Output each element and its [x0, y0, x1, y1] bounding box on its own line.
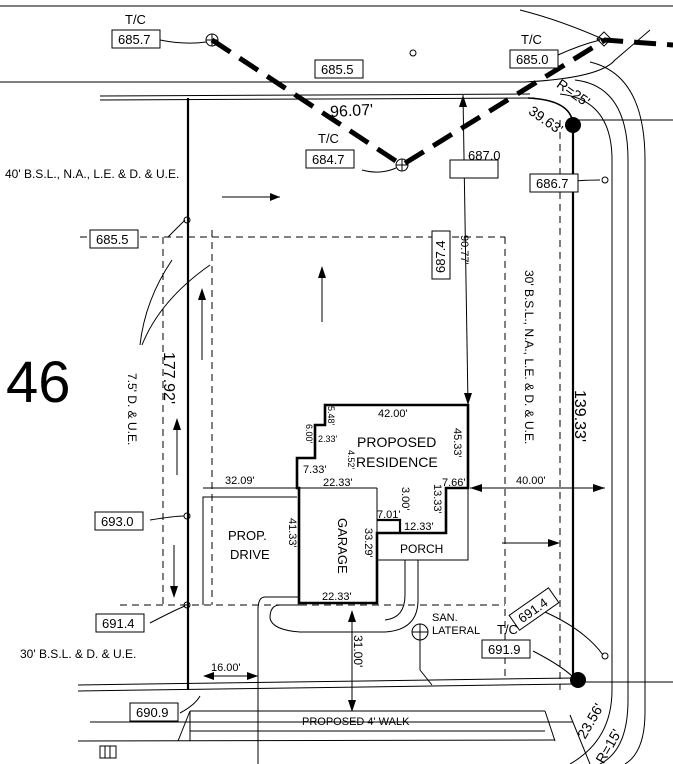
dim-notch-d: 6.00': [304, 424, 314, 444]
sanitary-lateral-icon: [411, 623, 433, 686]
dim-corner-radius-bottom: R=15': [592, 726, 624, 764]
dim-porch-d: 7.01': [377, 509, 401, 521]
label-bsl-bottom: 30' B.S.L. & D. & U.E.: [20, 647, 136, 661]
label-drive-1: PROP.: [228, 528, 267, 543]
elevation-687-4: 687.4: [433, 240, 448, 273]
dim-walk-offset: 16.00': [211, 662, 241, 674]
label-easement-left: 7.5' D. & U.E.: [125, 373, 139, 445]
label-garage: GARAGE: [335, 518, 350, 574]
label-residence-1: PROPOSED: [357, 434, 436, 450]
label-drive-2: DRIVE: [230, 547, 270, 562]
driveway: [202, 496, 419, 764]
marker-icon: [596, 31, 612, 47]
dimension-lines: [203, 94, 605, 712]
dim-garage-top: 22.33': [323, 477, 353, 489]
dim-porch-a: 7.66': [442, 477, 466, 489]
elevation-685-5-top: 685.5: [321, 62, 354, 77]
label-walk: PROPOSED 4' WALK: [302, 716, 410, 728]
marker-icon: [395, 158, 409, 172]
dim-notch-b: 2.33': [318, 434, 338, 444]
dim-garage-left: 41.33': [286, 518, 298, 548]
marker-icon: [205, 33, 219, 47]
dim-front-top: 96.07': [330, 102, 374, 121]
dim-corner-arc-bottom: 23.56': [574, 701, 607, 742]
dim-setback-left: 32.09': [225, 475, 255, 487]
setback-lines: [80, 120, 561, 690]
dim-garage-right: 33.29': [362, 528, 374, 558]
residence-footprint: [295, 403, 470, 605]
label-sanitary-2: LATERAL: [432, 625, 480, 637]
elevation-687-0: 687.0: [468, 148, 501, 163]
dim-depth-left: 177.92': [160, 352, 177, 404]
label-residence-2: RESIDENCE: [356, 454, 438, 470]
lot-number: 46: [6, 350, 71, 415]
elevation-boxes: [89, 29, 579, 722]
road-lines: [0, 5, 673, 764]
dim-house-top: 42.00': [378, 408, 408, 420]
tc-label: T/C: [521, 32, 542, 47]
dim-notch-c: 4.52': [346, 450, 356, 470]
dim-porch-e: 12.33': [404, 521, 434, 533]
dim-depth-right: 139.33': [571, 390, 588, 442]
label-porch: PORCH: [400, 542, 443, 556]
elevation-685-0: 685.0: [516, 52, 549, 67]
plan-labels: 46 40' B.S.L., N.A., L.E. & D. & U.E. 30…: [5, 167, 536, 728]
elevation-693-0: 693.0: [101, 514, 134, 529]
elevation-691-4-left: 691.4: [102, 616, 135, 631]
survey-markers: [99, 31, 612, 759]
label-sanitary-1: SAN.: [432, 612, 458, 624]
dim-inner-depth: 90.77': [458, 235, 470, 265]
label-bsl-right: 30' B.S.L., N.A., L.E. & D. & U.E.: [522, 270, 536, 444]
elevation-686-7: 686.7: [536, 176, 569, 191]
dim-notch-a: 5.48': [326, 406, 336, 426]
tc-label: T/C: [497, 622, 518, 637]
dim-setback-right: 40.00': [516, 475, 546, 487]
dashed-boundary-line: [210, 37, 673, 168]
flow-arrows: [170, 193, 560, 598]
tc-labels: T/C T/C T/C T/C: [125, 12, 542, 637]
dim-driveway-length: 31.00': [351, 635, 365, 667]
elevation-690-9: 690.9: [136, 705, 169, 720]
elevation-685-5-left: 685.5: [96, 232, 129, 247]
elevation-691-9: 691.9: [488, 642, 521, 657]
dim-garage-bottom: 22.33': [322, 591, 352, 603]
utility-box-icon: [99, 745, 117, 759]
dim-porch-c: 3.00': [399, 487, 411, 511]
tc-label: T/C: [318, 131, 339, 146]
dim-porch-b: 13.33': [431, 484, 443, 514]
dim-notch-e: 7.33': [303, 464, 327, 476]
tc-label: T/C: [125, 12, 146, 27]
elevation-684-7: 684.7: [312, 152, 345, 167]
dim-corner-arc: 39.63': [526, 103, 566, 138]
property-boundary: [90, 97, 586, 723]
elevation-685-7: 685.7: [118, 32, 151, 47]
leader-lines: [139, 39, 604, 714]
dim-house-right: 45.33': [451, 428, 463, 458]
label-bsl-top: 40' B.S.L., N.A., L.E. & D. & U.E.: [5, 167, 179, 181]
